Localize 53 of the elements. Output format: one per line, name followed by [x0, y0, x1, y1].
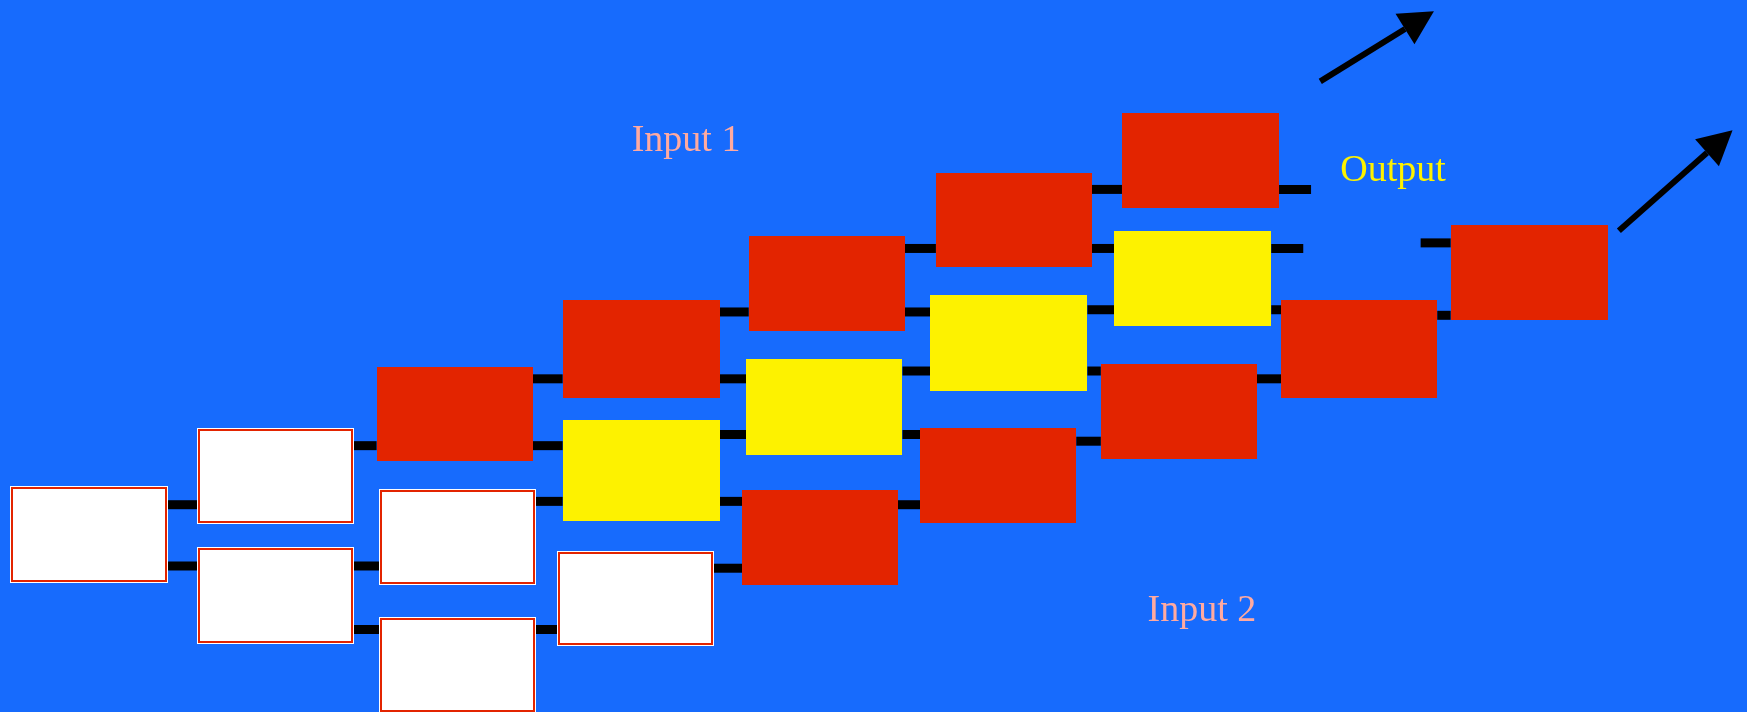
connector: [904, 243, 936, 253]
connector: [1271, 243, 1304, 253]
connector: [1420, 238, 1451, 248]
process-box: [558, 551, 714, 646]
connector: [898, 500, 921, 510]
process-box: [1450, 225, 1608, 320]
process-box: [1281, 299, 1438, 398]
connector: [1279, 184, 1312, 194]
process-box: [562, 420, 720, 522]
connector: [167, 561, 199, 571]
connector: [719, 374, 747, 384]
connector: [1091, 184, 1122, 194]
process-box: [748, 236, 905, 331]
connector: [1256, 374, 1282, 384]
process-box: [1121, 112, 1280, 209]
connector: [1437, 310, 1451, 320]
connector: [902, 430, 921, 439]
process-box: [562, 299, 720, 398]
connector: [904, 307, 931, 317]
connector: [719, 307, 749, 317]
annotation-label: Input 1: [631, 115, 741, 160]
connector: [1076, 436, 1101, 446]
connector: [167, 500, 199, 510]
connector: [532, 441, 563, 451]
connector: [353, 625, 380, 634]
process-box: [376, 366, 533, 462]
process-box: [742, 490, 898, 585]
process-box: [379, 618, 535, 712]
connector: [713, 563, 743, 573]
process-box: [379, 490, 535, 584]
process-box: [198, 428, 354, 523]
process-box: [1114, 230, 1272, 327]
connector: [719, 430, 747, 439]
connector: [534, 496, 563, 506]
annotation-label: Output: [1340, 145, 1446, 190]
connector: [1271, 305, 1282, 315]
connector: [719, 496, 743, 506]
connector: [532, 374, 563, 384]
connector: [1087, 305, 1115, 315]
process-box: [746, 358, 903, 455]
process-box: [930, 295, 1088, 392]
process-box: [920, 427, 1077, 523]
process-box: [1100, 364, 1257, 460]
process-box: [198, 548, 354, 643]
connector: [534, 625, 559, 634]
connector: [1091, 243, 1115, 253]
connector: [353, 561, 380, 571]
process-box: [11, 486, 168, 582]
connector: [902, 366, 931, 376]
connector: [1087, 366, 1101, 376]
process-box: [935, 172, 1092, 268]
annotation-label: Input 2: [1147, 586, 1257, 631]
connector: [353, 441, 377, 451]
